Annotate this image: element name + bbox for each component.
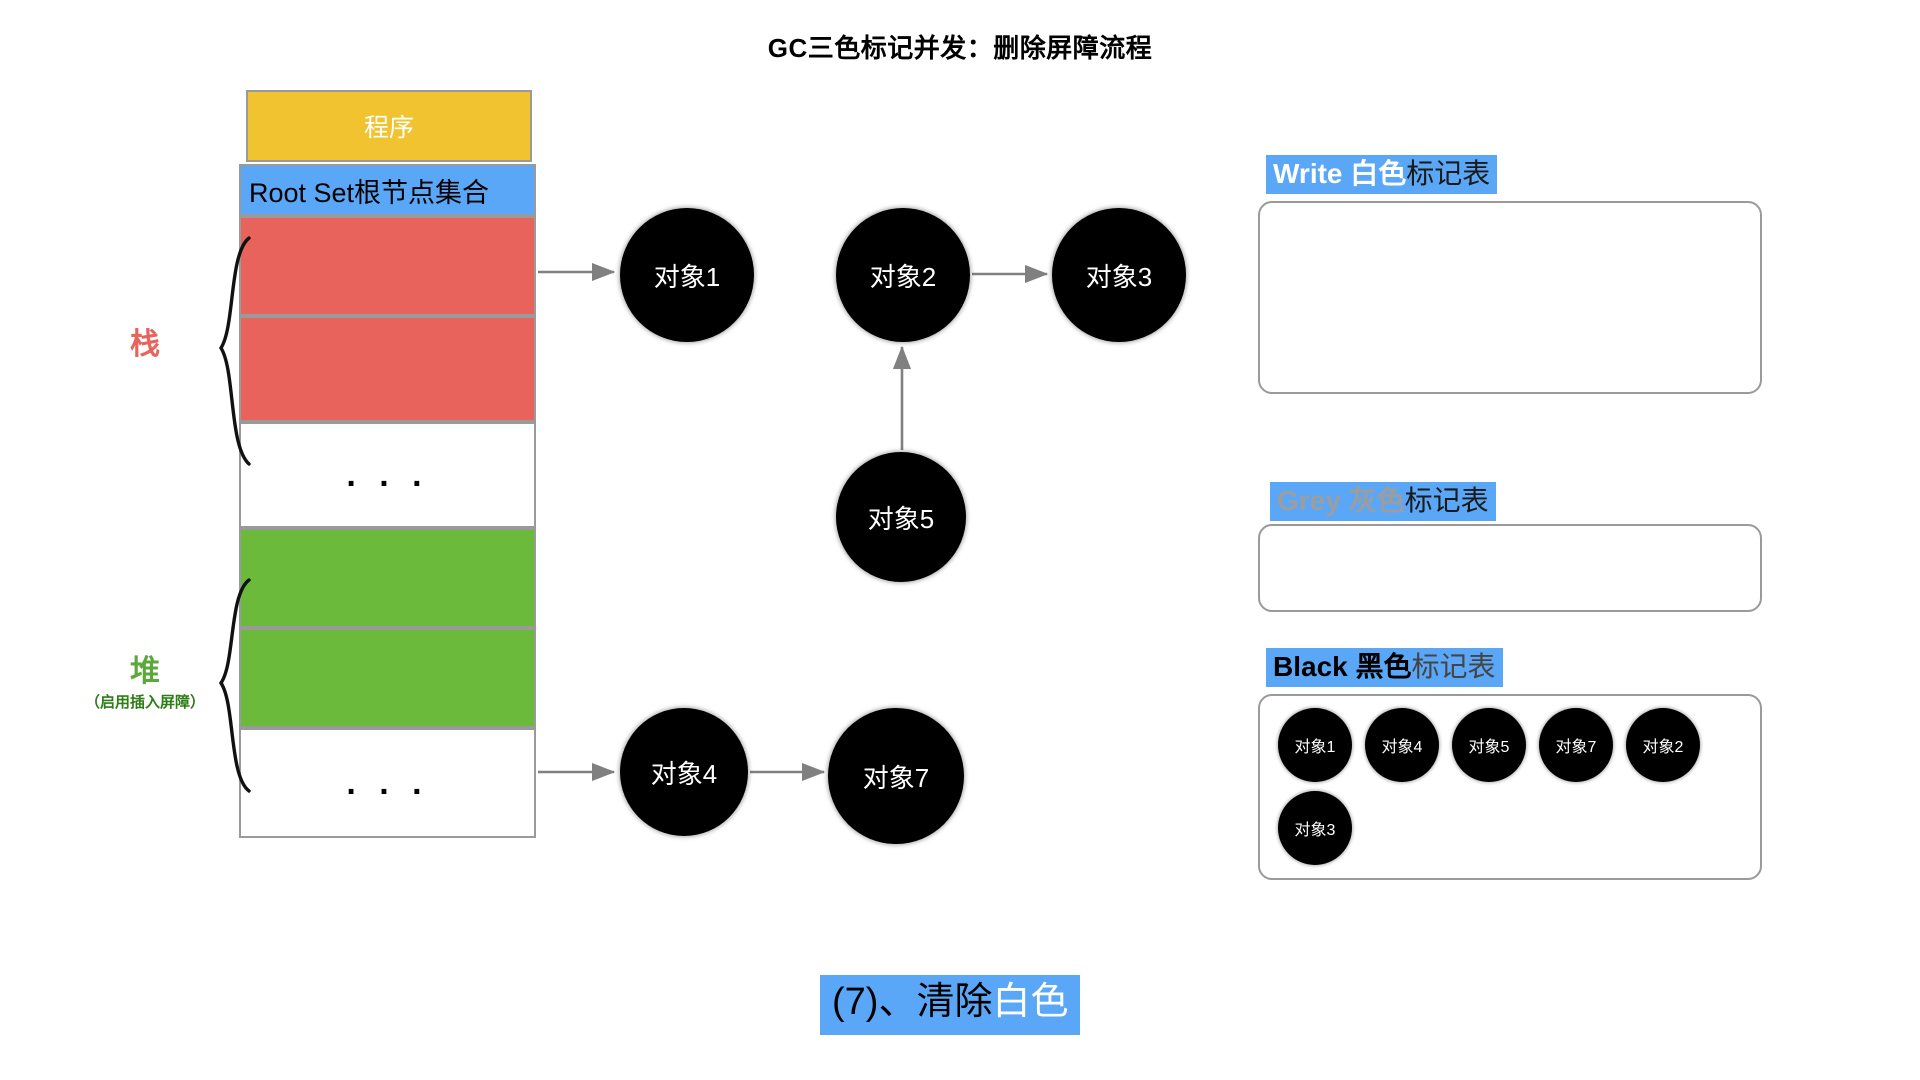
grey-title-bold: Grey 灰色: [1277, 485, 1405, 516]
step-caption-highlight: 白色: [992, 981, 1069, 1023]
stack-label: 栈: [130, 328, 160, 361]
step-caption-prefix: (7)、清除: [832, 981, 993, 1023]
mark-chip[interactable]: 对象3: [1278, 791, 1352, 865]
mark-chip[interactable]: 对象2: [1626, 708, 1700, 782]
object-node-obj2[interactable]: 对象2: [836, 208, 970, 342]
step-caption: (7)、清除白色: [820, 975, 1081, 1035]
heap-slot-ellipsis: . . .: [239, 728, 536, 838]
mark-chip[interactable]: 对象4: [1365, 708, 1439, 782]
black-mark-table-items: 对象1 对象4 对象5 对象7 对象2 对象3: [1278, 708, 1748, 865]
root-set-box: Root Set根节点集合: [239, 164, 536, 216]
grey-title-plain: 标记表: [1404, 485, 1489, 516]
stack-slot-1: [239, 216, 536, 316]
black-title-plain: 标记表: [1411, 651, 1496, 682]
object-node-obj1[interactable]: 对象1: [620, 208, 754, 342]
black-mark-table-title: Black 黑色标记表: [1266, 648, 1503, 688]
mark-chip[interactable]: 对象5: [1452, 708, 1526, 782]
grey-mark-table-body: [1258, 524, 1762, 612]
page-title: GC三色标记并发：删除屏障流程: [767, 33, 1153, 63]
black-title-bold: Black 黑色: [1273, 651, 1412, 682]
stack-slot-2: [239, 316, 536, 422]
mark-chip[interactable]: 对象7: [1539, 708, 1613, 782]
heap-brace-icon: [218, 578, 251, 793]
object-node-obj3[interactable]: 对象3: [1052, 208, 1186, 342]
heap-slot-1: [239, 528, 536, 628]
object-node-obj5[interactable]: 对象5: [836, 452, 966, 582]
white-title-bold: Write 白色: [1273, 158, 1407, 189]
heap-sublabel: （启用插入屏障）: [84, 693, 205, 711]
object-node-obj7[interactable]: 对象7: [828, 708, 964, 844]
white-mark-table-body: [1258, 201, 1762, 394]
grey-mark-table-title: Grey 灰色标记表: [1270, 482, 1496, 522]
heap-label: 堆 （启用插入屏障）: [60, 655, 230, 711]
object-node-obj4[interactable]: 对象4: [620, 708, 748, 836]
stack-brace-icon: [218, 236, 251, 466]
heap-ellipsis-dots: . . .: [346, 764, 429, 802]
program-box: 程序: [246, 90, 532, 162]
heap-slot-2: [239, 628, 536, 728]
white-mark-table-title: Write 白色标记表: [1266, 155, 1498, 195]
white-title-plain: 标记表: [1406, 158, 1491, 189]
stack-slot-ellipsis: . . .: [239, 422, 536, 528]
heap-label-main: 堆: [130, 655, 160, 688]
mark-chip[interactable]: 对象1: [1278, 708, 1352, 782]
stack-ellipsis-dots: . . .: [346, 456, 429, 494]
